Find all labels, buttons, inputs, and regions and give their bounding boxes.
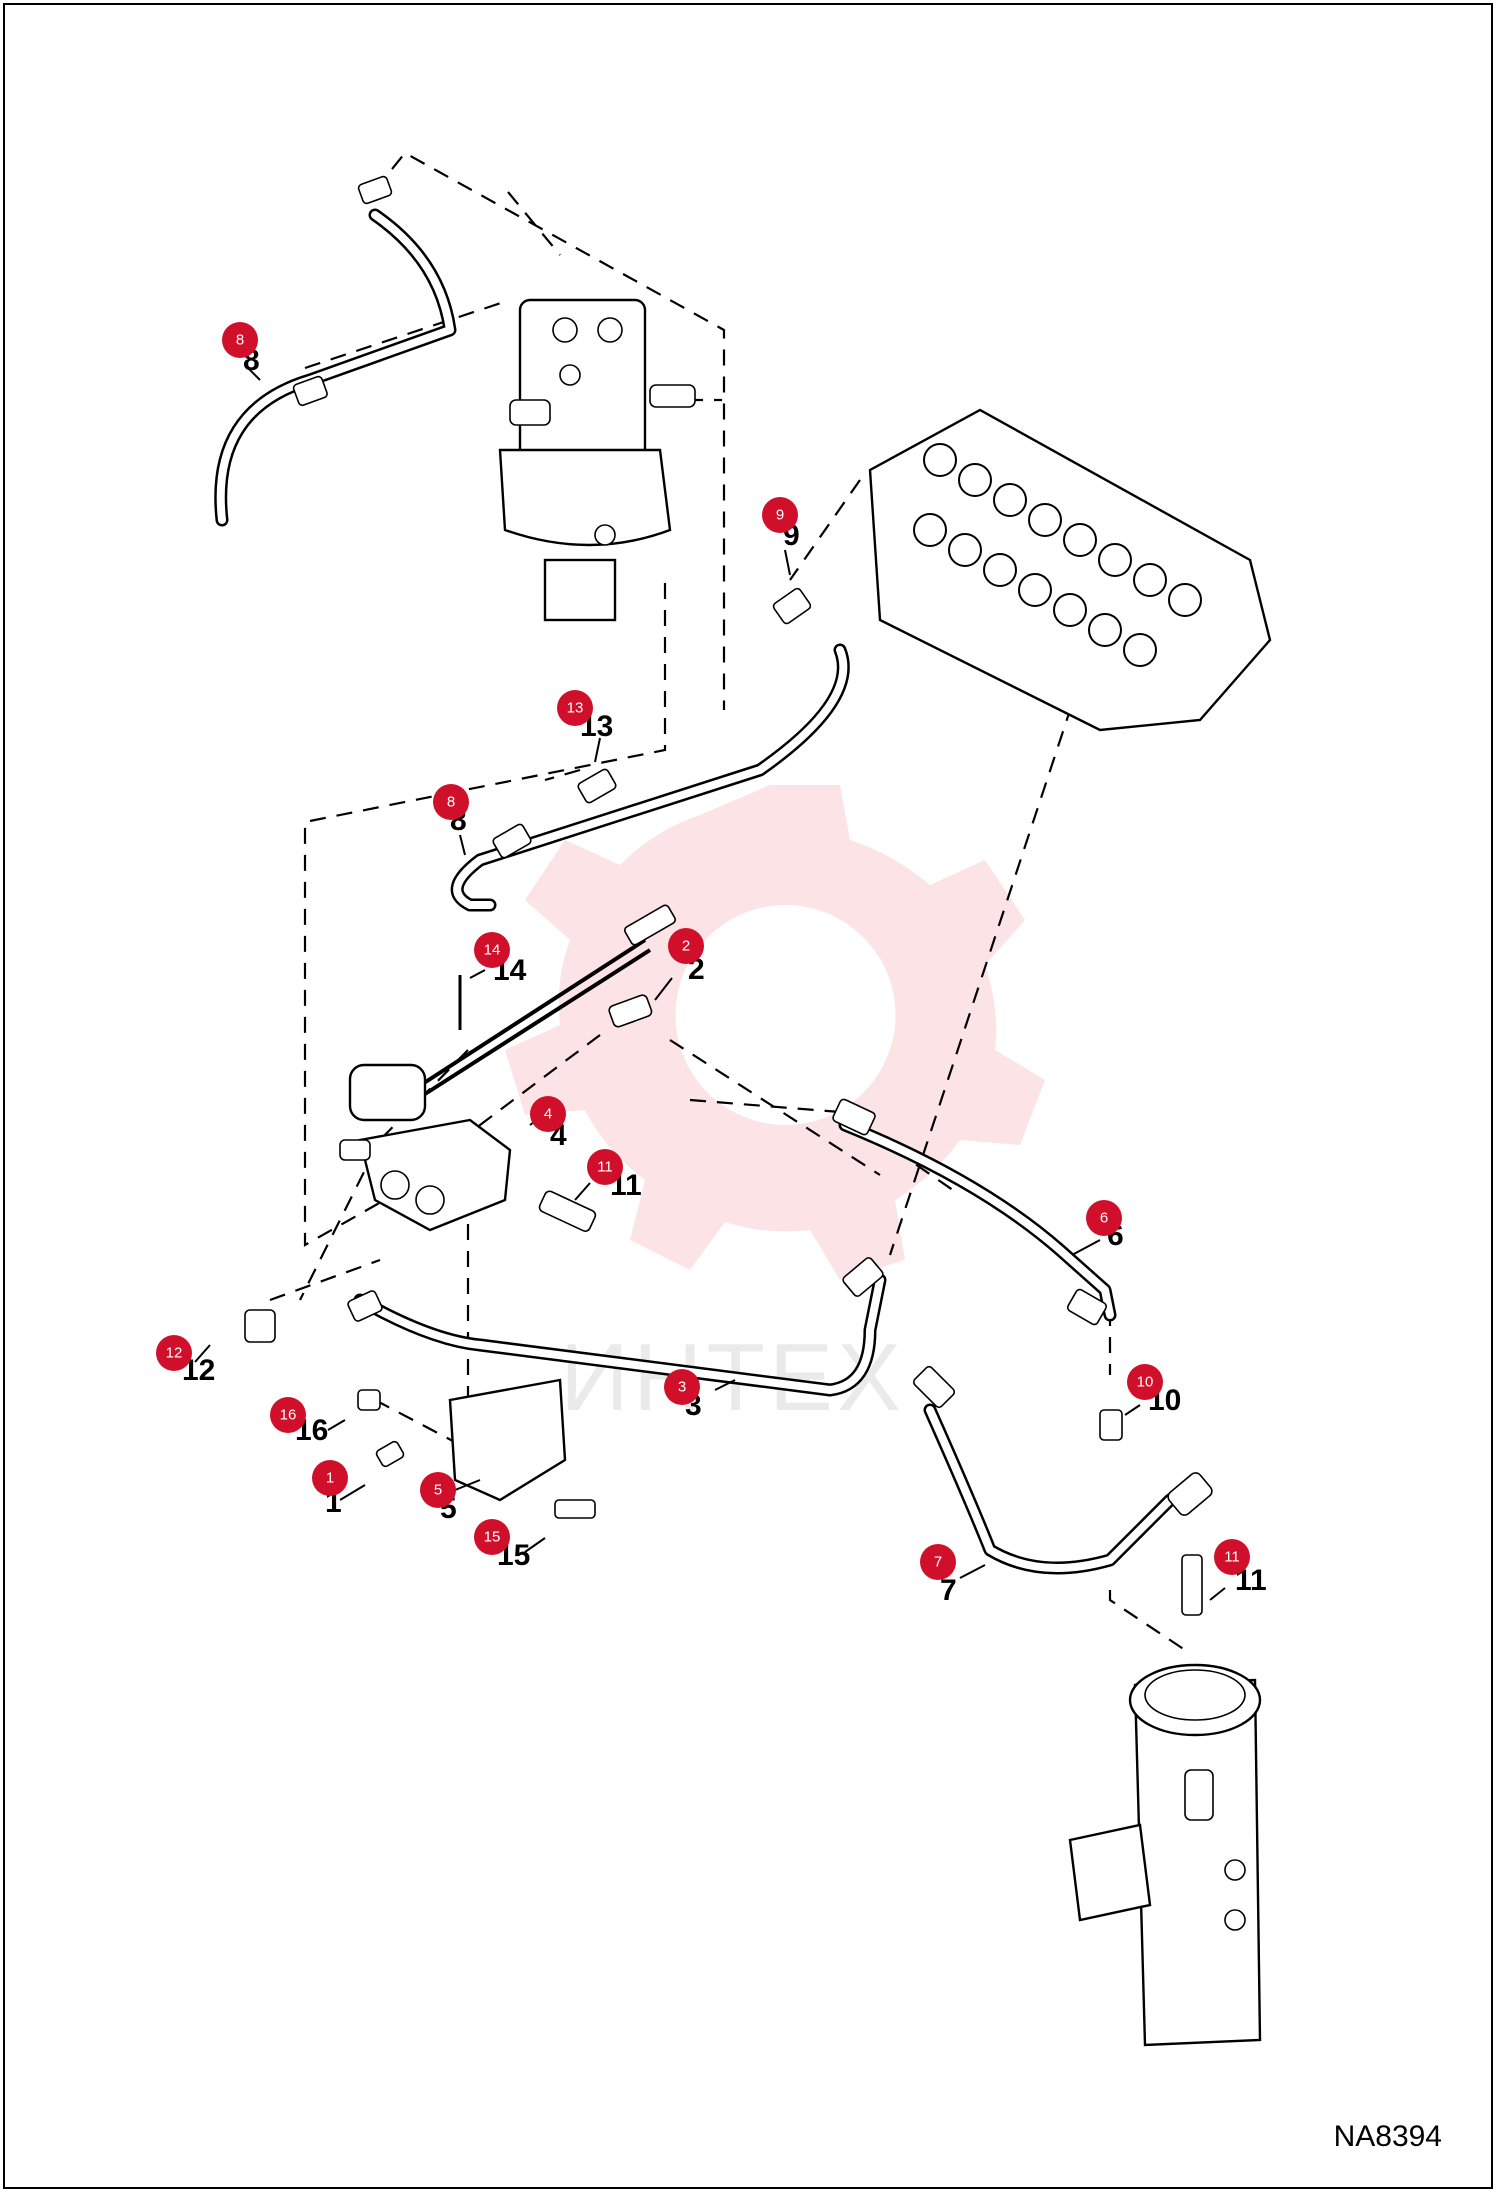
svg-text:5: 5: [434, 1482, 442, 1499]
callout-tag: 5: [420, 1472, 456, 1508]
callout-tag: 11: [587, 1149, 623, 1185]
solenoid-valve: [339, 1063, 512, 1232]
svg-text:16: 16: [280, 1407, 297, 1424]
svg-text:7: 7: [934, 1554, 942, 1571]
callout-tag: 1: [312, 1460, 348, 1496]
svg-text:9: 9: [776, 507, 784, 524]
callout-tag: 8: [433, 784, 469, 820]
svg-text:8: 8: [236, 332, 244, 349]
svg-text:10: 10: [1137, 1374, 1154, 1391]
swing-motor: [498, 298, 696, 622]
callout-tag: 16: [270, 1397, 306, 1433]
svg-text:13: 13: [567, 700, 584, 717]
callout-tag: 8: [222, 322, 258, 358]
svg-text:3: 3: [678, 1379, 686, 1396]
callout-tag: 10: [1127, 1364, 1163, 1400]
drawing-frame: [3, 3, 1493, 2189]
callout-tag: 15: [474, 1519, 510, 1555]
callout-tag: 12: [156, 1335, 192, 1371]
callout-tag: 13: [557, 690, 593, 726]
swivel-joint: [1068, 1663, 1262, 2047]
callout-label: 7: [940, 1574, 957, 1607]
svg-text:12: 12: [166, 1345, 183, 1362]
callout-leaders: [194, 364, 1226, 1601]
callout-tag: 2: [668, 928, 704, 964]
svg-text:11: 11: [597, 1159, 613, 1176]
fittings: [244, 175, 1213, 1616]
svg-text:8: 8: [447, 794, 455, 811]
svg-text:1: 1: [326, 1470, 334, 1487]
callout-tag: 14: [474, 932, 510, 968]
svg-text:15: 15: [484, 1529, 501, 1546]
watermark-logo: ИНТЕХ: [505, 785, 1045, 1431]
svg-text:6: 6: [1100, 1210, 1108, 1227]
drawing-id: NA8394: [1333, 2120, 1442, 2153]
svg-text:4: 4: [544, 1106, 552, 1123]
callout-tag: 4: [530, 1096, 566, 1132]
callout-tag: 9: [762, 497, 798, 533]
callout-tags: 1 2 3 4 5 6 7 8 8 9 10 11 11 12 13 14 15…: [156, 322, 1250, 1580]
svg-text:11: 11: [1224, 1549, 1240, 1566]
svg-text:2: 2: [682, 938, 690, 955]
callout-tag: 3: [664, 1369, 700, 1405]
callout-tag: 6: [1086, 1200, 1122, 1236]
callout-tag: 11: [1214, 1539, 1250, 1575]
control-valve-bank: [868, 408, 1272, 732]
callout-tag: 7: [920, 1544, 956, 1580]
svg-text:14: 14: [484, 942, 501, 959]
